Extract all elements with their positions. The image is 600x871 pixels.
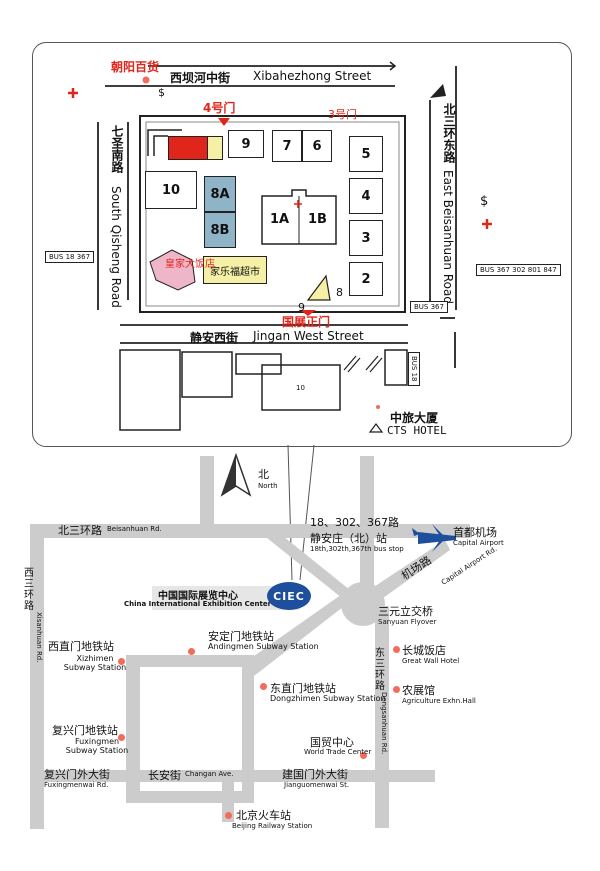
dongzhimen-en: Dongzhimen Subway Station [270,694,386,703]
hall-10: 10 [145,171,197,209]
dongsanhuan-road-en: Dongsanhuan Rd. [380,692,388,755]
wtc-cn: 国贸中心 [310,736,354,749]
gate-4-annex [207,136,223,160]
dollar-sign-right: $ [480,194,489,209]
bus-routes: 18、302、367路 [310,516,399,529]
bus-stop-left: BUS 18 367 [45,251,95,263]
hall-1b: 1B [308,212,327,227]
andingmen-dot [188,648,195,655]
hall-5: 5 [349,136,383,172]
airport-en: Capital Airport [453,539,504,547]
greatwall-cn: 长城饭店 [402,644,446,657]
gate-4-building [168,136,208,160]
huangjia-hotel-label: 皇家大饭店 [165,259,215,270]
bus-stop-cn: 静安庄（北）站 [310,532,387,545]
beisanhuan-road-en: East Beisanhuan Road [441,170,455,304]
agri-dot [393,686,400,693]
xizhimen-dot [118,658,125,665]
agri-en: Agriculture Exhn.Hall [402,697,476,705]
gate-3-label: 3号门 [328,108,357,121]
fuxingmen-en: Fuxingmen Subway Station [65,737,129,755]
jingan-street-cn: 静安西街 [190,331,239,345]
hall-2: 2 [349,262,383,296]
jingan-street-en: Jingan West Street [253,329,364,343]
changan-en: Changan Ave. [185,770,234,778]
greatwall-en: Great Wall Hotel [402,657,460,665]
jianguomenwai-cn: 建国门外大街 [282,768,348,781]
dollar-sign: $ [158,86,165,99]
agri-cn: 农展馆 [402,684,435,697]
hall-8b: 8B [204,212,236,248]
beisanhuan-road-label-cn: 北三环路 [58,524,102,537]
railway-en: Beijing Railway Station [232,822,313,830]
qisheng-road-cn: 七圣南路 [110,125,124,173]
ciec-name-cn: 中国国际展览中心 [158,591,238,602]
xisanhuan-road-en: Xisanhuan Rd. [35,612,43,663]
xibahe-street-cn: 西坝河中街 [170,71,231,85]
north-cn: 北 [258,468,269,481]
bus-stop-right: BUS 367 302 801 847 [476,264,561,276]
wtc-en: World Trade Center [304,748,372,756]
sanyuan-flyover-cn: 三元立交桥 [378,605,433,618]
hall-7: 7 [272,130,302,162]
fuxingmen-dot [118,734,125,741]
ciec-name-en: China International Exhibition Center [124,600,272,608]
bus-stop-bottom-vertical: BUS 18 [408,352,420,386]
bus-stop-bottom: BUS 367 [410,301,448,313]
dongzhimen-cn: 东直门地铁站 [270,682,336,695]
hall-9-small: 9 [298,301,305,314]
fuxingmenwai-en: Fuxingmenwai Rd. [44,781,109,789]
cts-building-cn: 中旅大厦 [390,411,439,425]
hall-10-bottom: 10 [296,384,305,392]
carrefour-building: 家乐福超市 [203,256,267,284]
xizhimen-en: Xizhimen Subway Station [63,654,127,672]
greatwall-dot [393,646,400,653]
bus-stop-en: 18th,302th,367th bus stop [310,545,404,553]
chaoyang-store-label: 朝阳百货 [111,60,160,74]
gate-4-label: 4号门 [203,101,236,115]
xizhimen-cn: 西直门地铁站 [48,640,114,653]
north-en: North [258,482,278,490]
qisheng-road-en: South Qisheng Road [109,186,123,308]
hall-8a: 8A [204,176,236,212]
hall-9: 9 [228,130,264,158]
beisanhuan-road-cn: 北三环东路 [442,103,456,163]
beisanhuan-road-label-en: Beisanhuan Rd. [107,525,162,533]
main-gate-label: 国展正门 [282,315,331,329]
ciec-logo: CIEC [267,582,311,610]
wtc-dot [360,752,367,759]
changan-cn: 长安街 [148,769,181,782]
hall-8-small: 8 [336,286,343,299]
fuxingmenwai-cn: 复兴门外大街 [44,768,110,781]
andingmen-en: Andingmen Subway Station [208,642,319,651]
hall-6: 6 [302,130,332,162]
andingmen-cn: 安定门地铁站 [208,630,274,643]
cts-hotel-en: CTS HOTEL [387,424,447,437]
railway-cn: 北京火车站 [236,809,291,822]
fuxingmen-cn: 复兴门地铁站 [52,724,118,737]
sanyuan-flyover-en: Sanyuan Flyover [378,618,437,626]
xibahe-street-en: Xibahezhong Street [253,69,372,83]
jianguomenwai-en: Jianguomenwai St. [284,781,350,789]
dongzhimen-dot [260,683,267,690]
hall-4: 4 [349,178,383,214]
hall-3: 3 [349,220,383,256]
dongsanhuan-road-cn: 东三环路 [375,648,385,692]
hall-1a: 1A [270,212,290,227]
xisanhuan-road-cn: 西三环路 [24,568,34,612]
airport-cn: 首都机场 [453,526,497,539]
railway-dot [225,812,232,819]
